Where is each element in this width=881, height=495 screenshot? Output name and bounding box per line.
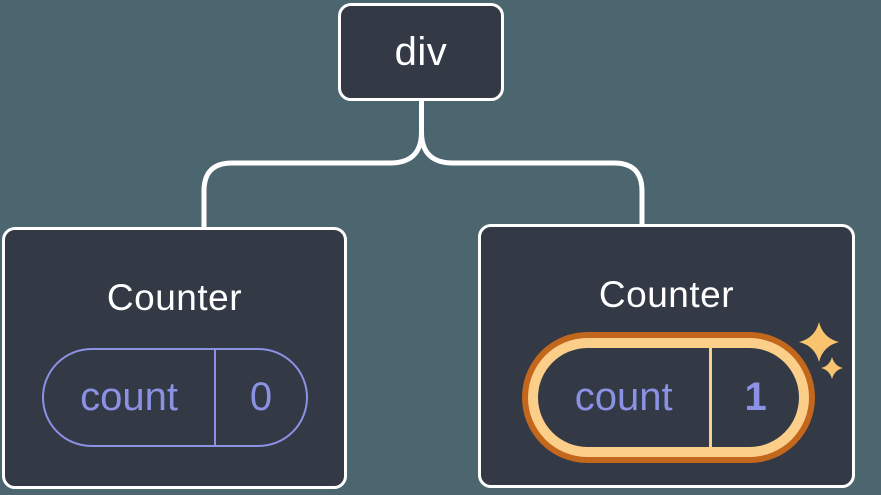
- counter-card-left: Counter count 0: [2, 227, 347, 489]
- state-pill: count 1: [538, 348, 799, 447]
- sparkle-small: [821, 357, 843, 379]
- component-title: Counter: [106, 277, 243, 318]
- root-node-label: div: [394, 29, 448, 74]
- state-pill-highlight-ring-inner: count 1: [528, 338, 809, 457]
- sparkles-icon: [799, 322, 843, 379]
- state-pill-highlight-ring: count 1: [522, 332, 815, 463]
- state-key-label: count: [538, 348, 713, 447]
- connector-right-branch: [419, 101, 645, 226]
- counter-card-right: Counter count 1: [478, 224, 855, 488]
- connector-left-branch: [201, 101, 424, 229]
- state-value-label: 0: [249, 375, 273, 419]
- state-key-label: count: [44, 350, 217, 445]
- state-pill: count 0: [42, 348, 308, 447]
- sparkle-large: [799, 322, 839, 362]
- component-title: Counter: [598, 274, 735, 315]
- root-node-div: div: [338, 3, 504, 101]
- state-value-label: 1: [744, 375, 767, 419]
